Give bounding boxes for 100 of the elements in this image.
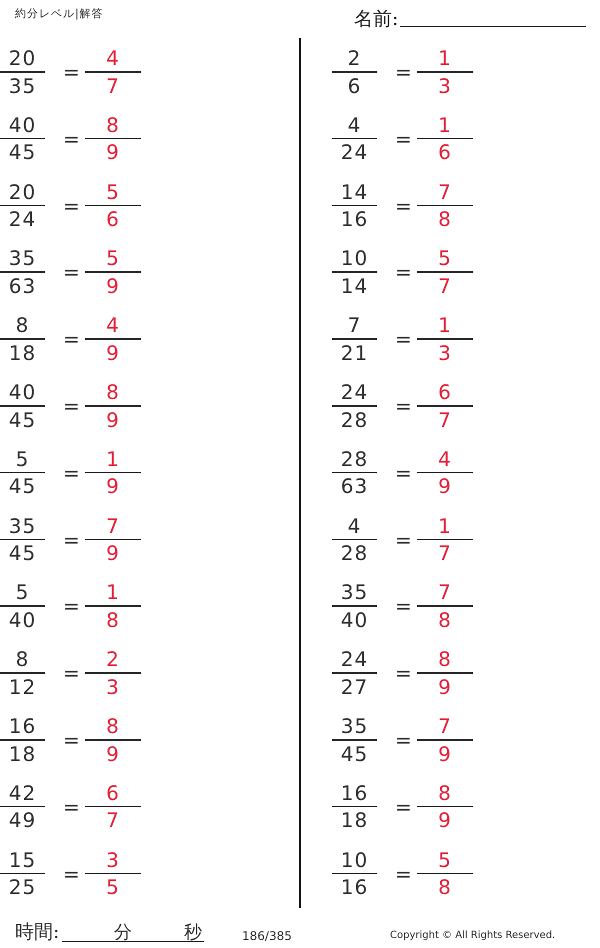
numerator: 28 [340,446,368,472]
equals-sign: = [63,660,80,686]
numerator: 35 [340,579,368,606]
answer-numerator: 5 [438,245,452,272]
numerator: 20 [8,178,36,205]
numerator: 35 [8,512,36,539]
answer-denominator: 9 [438,674,452,700]
denominator: 18 [8,740,36,766]
answer-numerator: 8 [438,646,452,672]
time-label: 時間: [15,920,60,945]
denominator: 63 [8,272,36,299]
denominator: 45 [340,740,368,766]
numerator: 5 [16,446,30,472]
equals-sign: = [63,860,80,887]
answer-numerator: 4 [106,45,120,71]
numerator: 4 [348,112,362,138]
denominator: 45 [8,540,36,566]
denominator: 27 [340,674,368,700]
numerator: 24 [340,379,368,405]
answer-numerator: 8 [106,379,120,405]
name-label: 名前: [354,7,398,32]
equals-sign: = [395,59,412,85]
denominator: 18 [340,807,368,834]
equals-sign: = [63,393,80,419]
numerator: 42 [8,780,36,806]
denominator: 28 [340,540,368,566]
answer-numerator: 1 [106,446,120,472]
equals-sign: = [63,259,80,286]
answer-denominator: 8 [106,606,120,633]
equals-sign: = [395,393,412,419]
page-number: 186/385 [242,929,292,943]
answer-denominator: 6 [438,139,452,166]
answer-numerator: 5 [106,178,120,205]
numerator: 4 [348,512,362,539]
denominator: 25 [8,874,36,900]
denominator: 24 [8,206,36,232]
answer-numerator: 5 [438,846,452,873]
answer-numerator: 6 [106,780,120,806]
denominator: 40 [8,606,36,633]
denominator: 49 [8,807,36,834]
answer-numerator: 7 [438,178,452,205]
answer-denominator: 9 [106,340,120,366]
numerator: 16 [340,780,368,806]
worksheet-title: 約分レベル|解答 [15,6,104,21]
answer-denominator: 9 [106,406,120,432]
answer-denominator: 9 [438,473,452,500]
denominator: 16 [340,874,368,900]
answer-numerator: 5 [106,245,120,272]
denominator: 24 [340,139,368,166]
answer-numerator: 2 [106,646,120,672]
answer-denominator: 9 [438,740,452,766]
equals-sign: = [395,192,412,219]
answer-denominator: 7 [438,406,452,432]
numerator: 40 [8,112,36,138]
equals-sign: = [63,460,80,486]
answer-denominator: 8 [438,606,452,633]
denominator: 16 [340,206,368,232]
numerator: 15 [8,846,36,873]
numerator: 5 [16,579,30,606]
answer-numerator: 4 [438,446,452,472]
equals-sign: = [395,660,412,686]
numerator: 8 [16,312,30,338]
answer-numerator: 1 [438,45,452,71]
equals-sign: = [395,460,412,486]
equals-sign: = [395,727,412,753]
answer-denominator: 9 [106,540,120,566]
answer-denominator: 7 [106,807,120,834]
denominator: 35 [8,72,36,98]
denominator: 21 [340,340,368,366]
answer-denominator: 7 [438,272,452,299]
answer-numerator: 3 [106,846,120,873]
denominator: 28 [340,406,368,432]
numerator: 10 [340,245,368,272]
equals-sign: = [395,526,412,553]
seconds-label: 秒 [184,921,202,944]
equals-sign: = [395,326,412,352]
denominator: 18 [8,340,36,366]
denominator: 63 [340,473,368,500]
equals-sign: = [63,526,80,553]
answer-numerator: 1 [438,312,452,338]
numerator: 2 [348,45,362,71]
equals-sign: = [395,860,412,887]
answer-denominator: 6 [106,206,120,232]
answer-numerator: 1 [106,579,120,606]
numerator: 14 [340,178,368,205]
denominator: 40 [340,606,368,633]
equals-sign: = [63,126,80,152]
answer-numerator: 8 [438,780,452,806]
answer-denominator: 9 [106,473,120,500]
equals-sign: = [63,192,80,219]
equals-sign: = [395,593,412,620]
equals-sign: = [63,593,80,620]
denominator: 45 [8,139,36,166]
equals-sign: = [63,326,80,352]
denominator: 12 [8,674,36,700]
copyright-notice: Copyright © All Rights Reserved. [390,930,556,941]
denominator: 45 [8,473,36,500]
numerator: 40 [8,379,36,405]
numerator: 16 [8,713,36,739]
answer-denominator: 7 [438,540,452,566]
